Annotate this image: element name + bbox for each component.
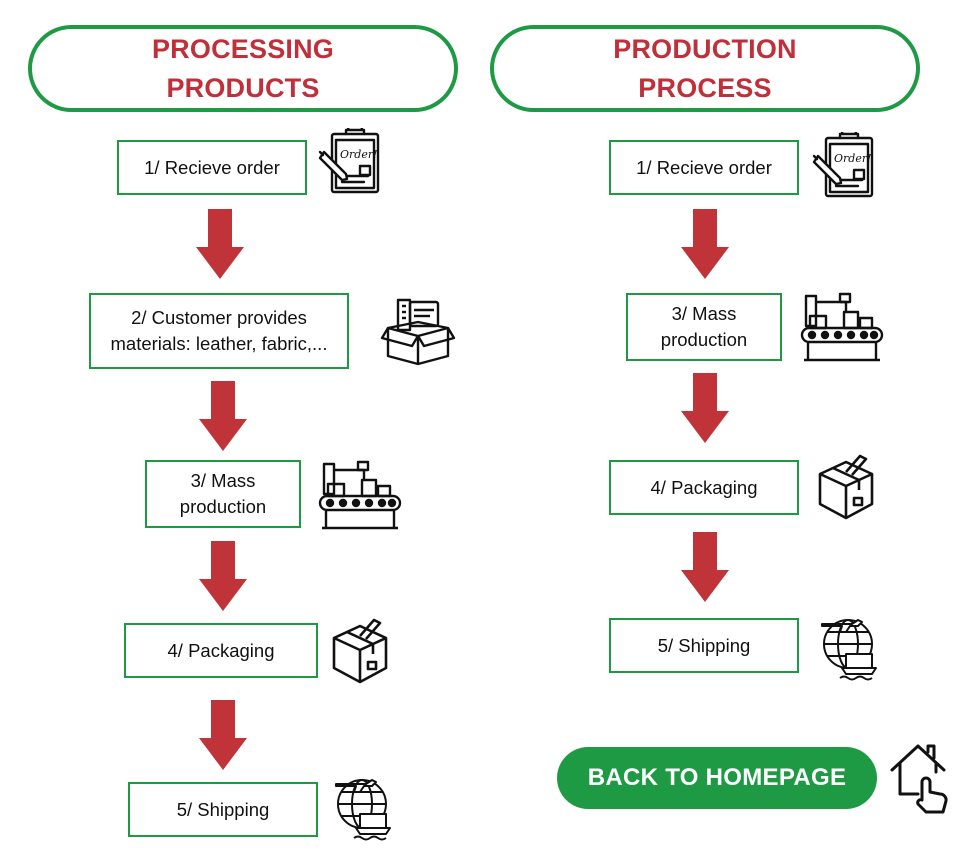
- right-step-packaging: 4/ Packaging: [609, 460, 799, 515]
- right-step-receive-order: 1/ Recieve order: [609, 140, 799, 195]
- down-arrow-icon: [681, 373, 729, 443]
- right-title-pill: PRODUCTION PROCESS: [490, 25, 920, 112]
- materials-box-icon: [380, 298, 456, 366]
- left-step-receive-order: 1/ Recieve order: [117, 140, 307, 195]
- order-clipboard-icon: [812, 132, 874, 198]
- left-step-packaging: 4/ Packaging: [124, 623, 318, 678]
- right-title: PRODUCTION PROCESS: [613, 33, 797, 103]
- down-arrow-icon: [681, 209, 729, 279]
- down-arrow-icon: [199, 381, 247, 451]
- home-tap-icon[interactable]: [888, 740, 950, 814]
- left-title-pill: PROCESSING PRODUCTS: [28, 25, 458, 112]
- package-box-icon: [332, 618, 388, 684]
- down-arrow-icon: [199, 700, 247, 770]
- back-to-homepage-button[interactable]: BACK TO HOMEPAGE: [557, 747, 877, 809]
- right-step-mass-production: 3/ Mass production: [626, 293, 782, 361]
- down-arrow-icon: [196, 209, 244, 279]
- left-step-shipping: 5/ Shipping: [128, 782, 318, 837]
- left-step-customer-materials: 2/ Customer provides materials: leather,…: [89, 293, 349, 369]
- left-title: PROCESSING PRODUCTS: [151, 33, 335, 103]
- right-step-shipping: 5/ Shipping: [609, 618, 799, 673]
- factory-conveyor-icon: [318, 460, 402, 530]
- left-step-mass-production: 3/ Mass production: [145, 460, 301, 528]
- factory-conveyor-icon: [800, 292, 884, 362]
- package-box-icon: [818, 454, 874, 520]
- order-clipboard-icon: [318, 128, 380, 194]
- global-shipping-icon: [821, 619, 877, 681]
- global-shipping-icon: [335, 779, 391, 841]
- down-arrow-icon: [681, 532, 729, 602]
- down-arrow-icon: [199, 541, 247, 611]
